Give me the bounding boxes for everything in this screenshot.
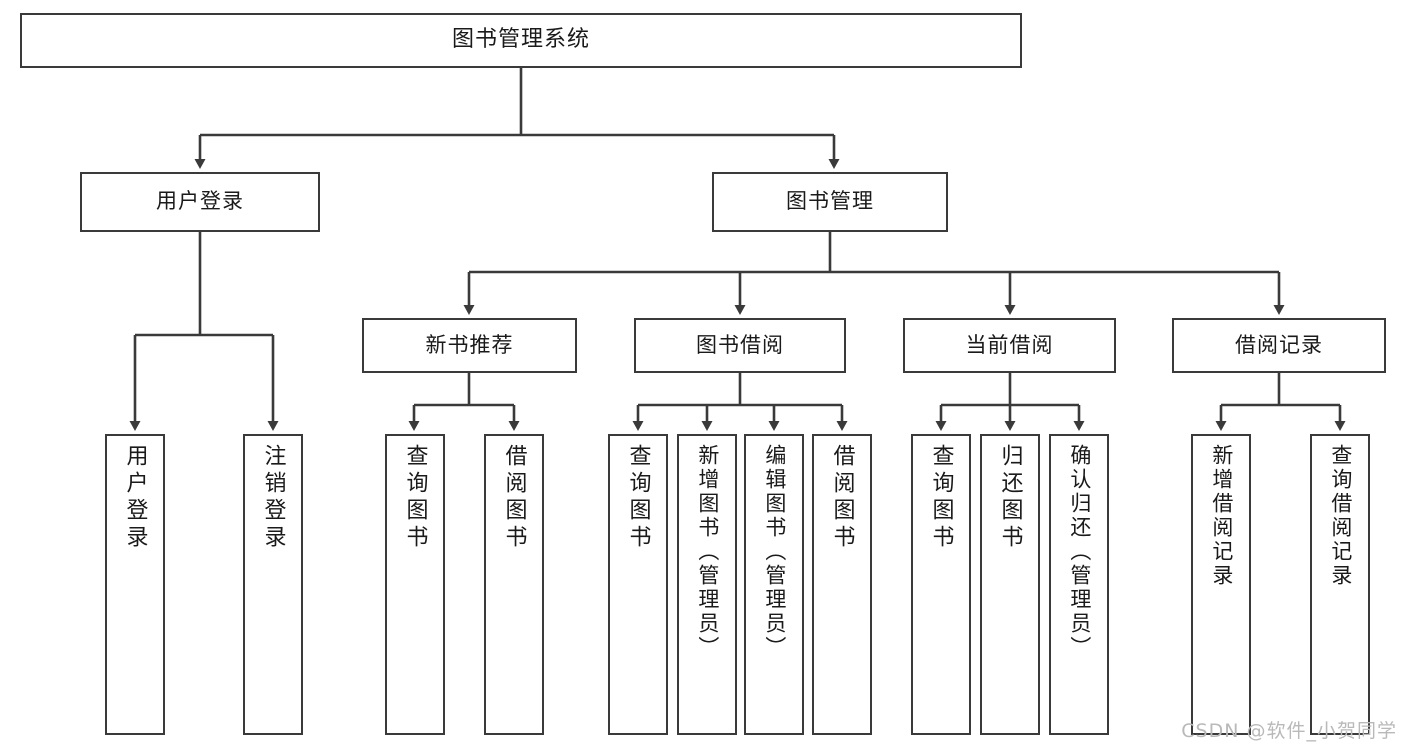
node-current-borrow[interactable]: 当前借阅	[903, 318, 1116, 373]
leaf-query-book-current[interactable]: 查询图书	[911, 434, 971, 735]
leaf-edit-book-admin[interactable]: 编辑图书（管理员）	[744, 434, 804, 735]
node-label: 编辑图书（管理员）	[762, 444, 787, 660]
node-borrow-record[interactable]: 借阅记录	[1172, 318, 1386, 373]
node-label: 查询图书	[625, 444, 651, 552]
node-new-book-recommend[interactable]: 新书推荐	[362, 318, 577, 373]
leaf-query-book-recommend[interactable]: 查询图书	[385, 434, 445, 735]
node-label: 确认归还（管理员）	[1067, 444, 1092, 660]
leaf-query-book-borrow[interactable]: 查询图书	[608, 434, 668, 735]
node-label: 用户登录	[122, 444, 148, 552]
watermark-csdn: CSDN @软件_小贺同学	[1181, 720, 1397, 742]
leaf-query-borrow-record[interactable]: 查询借阅记录	[1310, 434, 1370, 735]
node-label: 查询借阅记录	[1328, 444, 1353, 588]
node-label: 归还图书	[997, 444, 1023, 552]
node-book-borrow[interactable]: 图书借阅	[634, 318, 846, 373]
node-label: 借阅图书	[501, 444, 527, 552]
node-label: 当前借阅	[965, 332, 1054, 357]
node-book-management[interactable]: 图书管理	[712, 172, 948, 232]
node-label: 新书推荐	[425, 332, 514, 357]
node-user-login[interactable]: 用户登录	[80, 172, 320, 232]
node-label: 借阅记录	[1235, 332, 1323, 357]
node-label: 借阅图书	[829, 444, 855, 552]
node-label: 新增借阅记录	[1209, 444, 1234, 588]
node-label: 查询图书	[402, 444, 428, 552]
node-label: 新增图书（管理员）	[695, 444, 720, 660]
node-label: 图书借阅	[696, 332, 784, 357]
leaf-borrow-book[interactable]: 借阅图书	[812, 434, 872, 735]
leaf-borrow-book-recommend[interactable]: 借阅图书	[484, 434, 544, 735]
node-root-book-management-system[interactable]: 图书管理系统	[20, 13, 1022, 68]
leaf-return-book[interactable]: 归还图书	[980, 434, 1040, 735]
leaf-user-login[interactable]: 用户登录	[105, 434, 165, 735]
node-label: 查询图书	[928, 444, 954, 552]
node-label: 图书管理系统	[451, 27, 590, 53]
node-label: 注销登录	[260, 444, 286, 552]
leaf-confirm-return-admin[interactable]: 确认归还（管理员）	[1049, 434, 1109, 735]
node-label: 用户登录	[156, 189, 244, 214]
leaf-add-book-admin[interactable]: 新增图书（管理员）	[677, 434, 737, 735]
leaf-add-borrow-record[interactable]: 新增借阅记录	[1191, 434, 1251, 735]
node-label: 图书管理	[786, 189, 874, 214]
leaf-logout[interactable]: 注销登录	[243, 434, 303, 735]
